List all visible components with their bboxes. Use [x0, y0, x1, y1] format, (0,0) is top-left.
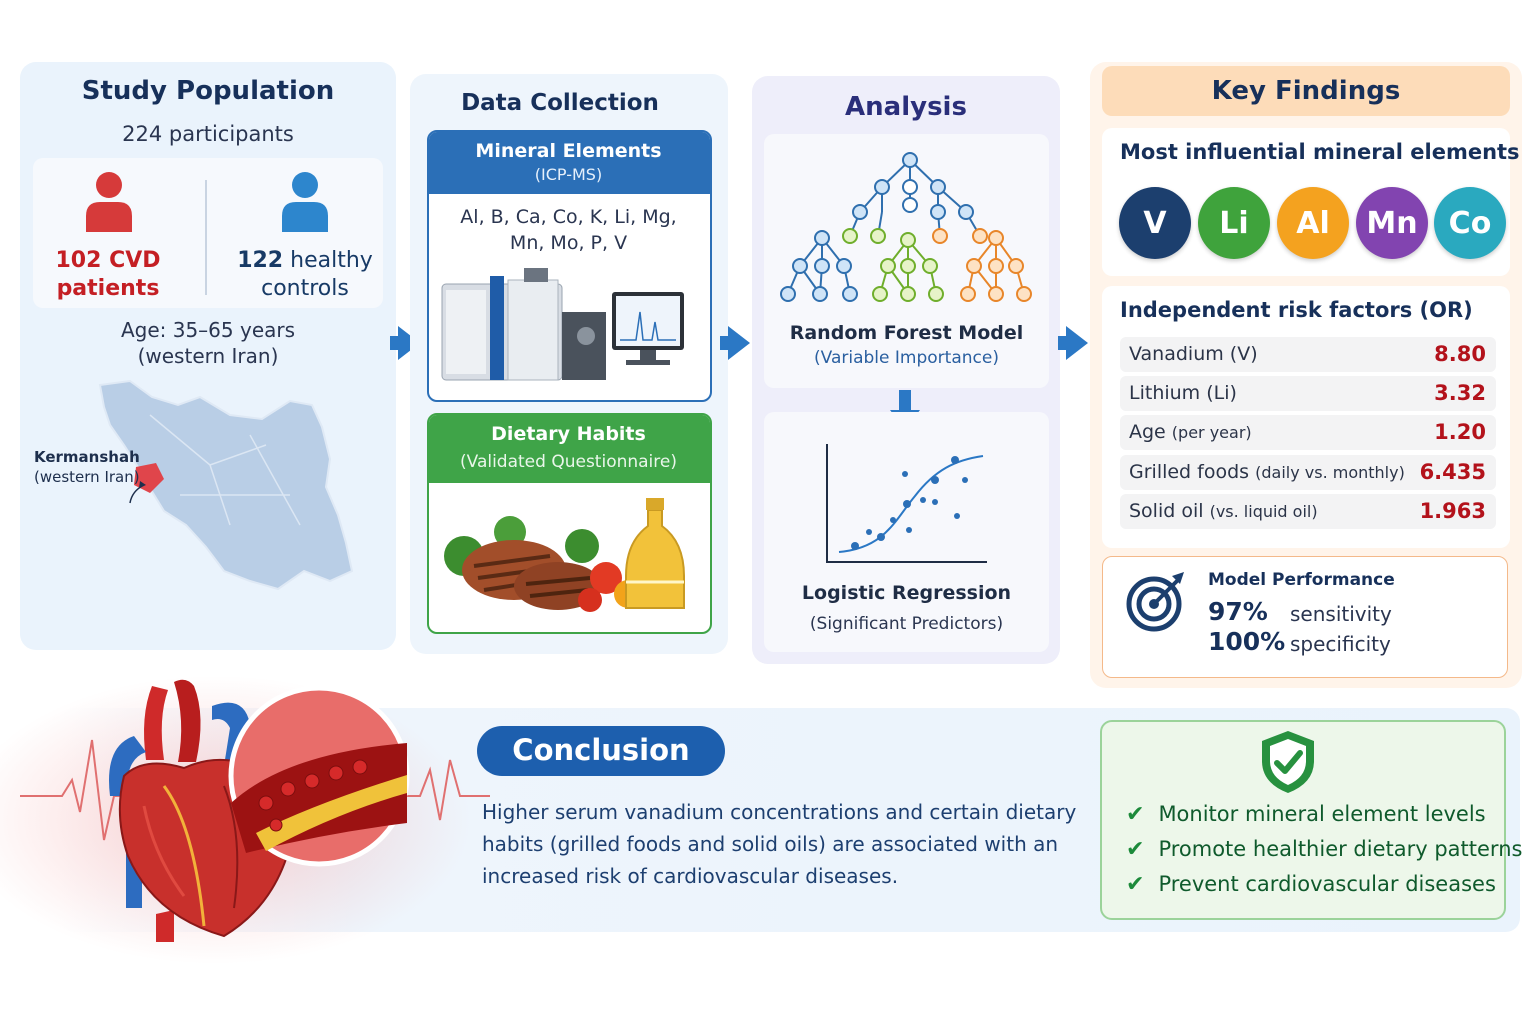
element-badge-v: V	[1119, 187, 1191, 259]
flow-arrow-3	[1058, 326, 1088, 360]
rf-sub: (Variable Importance)	[814, 348, 999, 368]
recommendation-item: ✔Promote healthier dietary patterns	[1126, 837, 1523, 862]
target-icon	[1126, 572, 1184, 632]
risk-value: 6.435	[1419, 460, 1486, 484]
healthy-label: healthy	[290, 248, 373, 273]
risk-row: Grilled foods (daily vs. monthly) 6.435	[1120, 455, 1496, 490]
iran-map	[98, 379, 354, 591]
healthy-line2: controls	[261, 276, 349, 301]
risk-row: Vanadium (V) 8.80	[1120, 337, 1496, 372]
population-title: Study Population	[81, 76, 335, 106]
collection-title: Data Collection	[461, 90, 659, 116]
logistic-regression-card	[764, 412, 1049, 652]
recommendation-item: ✔Prevent cardiovascular diseases	[1126, 872, 1496, 897]
element-badge-li: Li	[1198, 187, 1270, 259]
check-icon: ✔	[1126, 802, 1145, 827]
key-findings-header	[1102, 66, 1510, 116]
participants-total: 224 participants	[122, 122, 294, 146]
risk-title: Independent risk factors (OR)	[1120, 298, 1473, 322]
sensitivity-value: 97%	[1208, 597, 1268, 626]
minerals-header	[429, 132, 710, 194]
check-icon: ✔	[1126, 872, 1145, 897]
risk-value: 8.80	[1434, 342, 1486, 366]
cvd-label: patients	[56, 276, 160, 301]
conclusion-badge	[477, 726, 725, 776]
healthy-line1: 122 healthy	[225, 248, 385, 273]
risk-label: Grilled foods (daily vs. monthly)	[1129, 461, 1405, 483]
conclusion-line-3: increased risk of cardiovascular disease…	[482, 864, 899, 888]
cvd-count: 102 CVD	[55, 248, 161, 273]
healthy-control-icon	[282, 172, 328, 232]
age-range: Age: 35–65 years	[120, 318, 296, 342]
risk-label: Age (per year)	[1129, 421, 1252, 443]
specificity-label: specificity	[1290, 632, 1391, 656]
region-label: (western Iran)	[137, 344, 279, 368]
influential-title: Most influential mineral elements	[1120, 140, 1520, 164]
random-forest-trees	[780, 152, 1032, 302]
diet-title: Dietary Habits	[491, 423, 646, 445]
conclusion-line-1: Higher serum vanadium concentrations and…	[482, 800, 1077, 824]
groups-card	[33, 158, 383, 308]
risk-label: Vanadium (V)	[1129, 343, 1258, 365]
flow-arrow-2	[720, 326, 750, 360]
minerals-list-2: Mn, Mo, P, V	[509, 232, 628, 254]
lr-sub: (Significant Predictors)	[809, 614, 1004, 634]
food-illustration	[444, 498, 685, 612]
risk-value: 3.32	[1434, 381, 1486, 405]
conclusion-title: Conclusion	[512, 733, 690, 767]
artery-cross-section	[228, 685, 410, 867]
risk-value: 1.963	[1419, 499, 1486, 523]
diet-method: (Validated Questionnaire)	[460, 452, 677, 472]
map-label-region: (western Iran)	[34, 468, 140, 486]
specificity-value: 100%	[1208, 627, 1286, 656]
risk-label: Lithium (Li)	[1129, 382, 1237, 404]
icp-ms-instrument	[441, 268, 684, 381]
cvd-patient-icon	[86, 172, 132, 232]
risk-value: 1.20	[1434, 420, 1486, 444]
sensitivity-label: sensitivity	[1290, 602, 1392, 626]
group-divider	[205, 180, 207, 295]
logistic-regression-plot	[826, 444, 987, 563]
conclusion-line-2: habits (grilled foods and solid oils) ar…	[482, 832, 1059, 856]
map-label-city: Kermanshah	[34, 448, 140, 466]
rf-title: Random Forest Model	[789, 322, 1024, 344]
performance-title: Model Performance	[1208, 570, 1395, 590]
shield-check-icon	[1262, 731, 1314, 793]
risk-row: Age (per year) 1.20	[1120, 415, 1496, 450]
risk-row: Solid oil (vs. liquid oil) 1.963	[1120, 494, 1496, 529]
check-icon: ✔	[1126, 837, 1145, 862]
minerals-method: (ICP-MS)	[534, 165, 603, 184]
risk-row: Lithium (Li) 3.32	[1120, 376, 1496, 411]
minerals-list-1: Al, B, Ca, Co, K, Li, Mg,	[460, 206, 677, 228]
minerals-title: Mineral Elements	[475, 140, 662, 162]
element-badge-co: Co	[1434, 187, 1506, 259]
diet-header	[429, 415, 710, 483]
findings-title: Key Findings	[1211, 76, 1401, 106]
heartbeat-line	[20, 739, 490, 841]
risk-label: Solid oil (vs. liquid oil)	[1129, 500, 1318, 522]
recommendation-item: ✔Monitor mineral element levels	[1126, 802, 1486, 827]
analysis-title: Analysis	[845, 92, 967, 122]
healthy-count: 122	[237, 248, 284, 273]
lr-title: Logistic Regression	[801, 582, 1012, 604]
element-badge-al: Al	[1277, 187, 1349, 259]
element-badge-mn: Mn	[1356, 187, 1428, 259]
model-performance-card	[1102, 556, 1508, 678]
